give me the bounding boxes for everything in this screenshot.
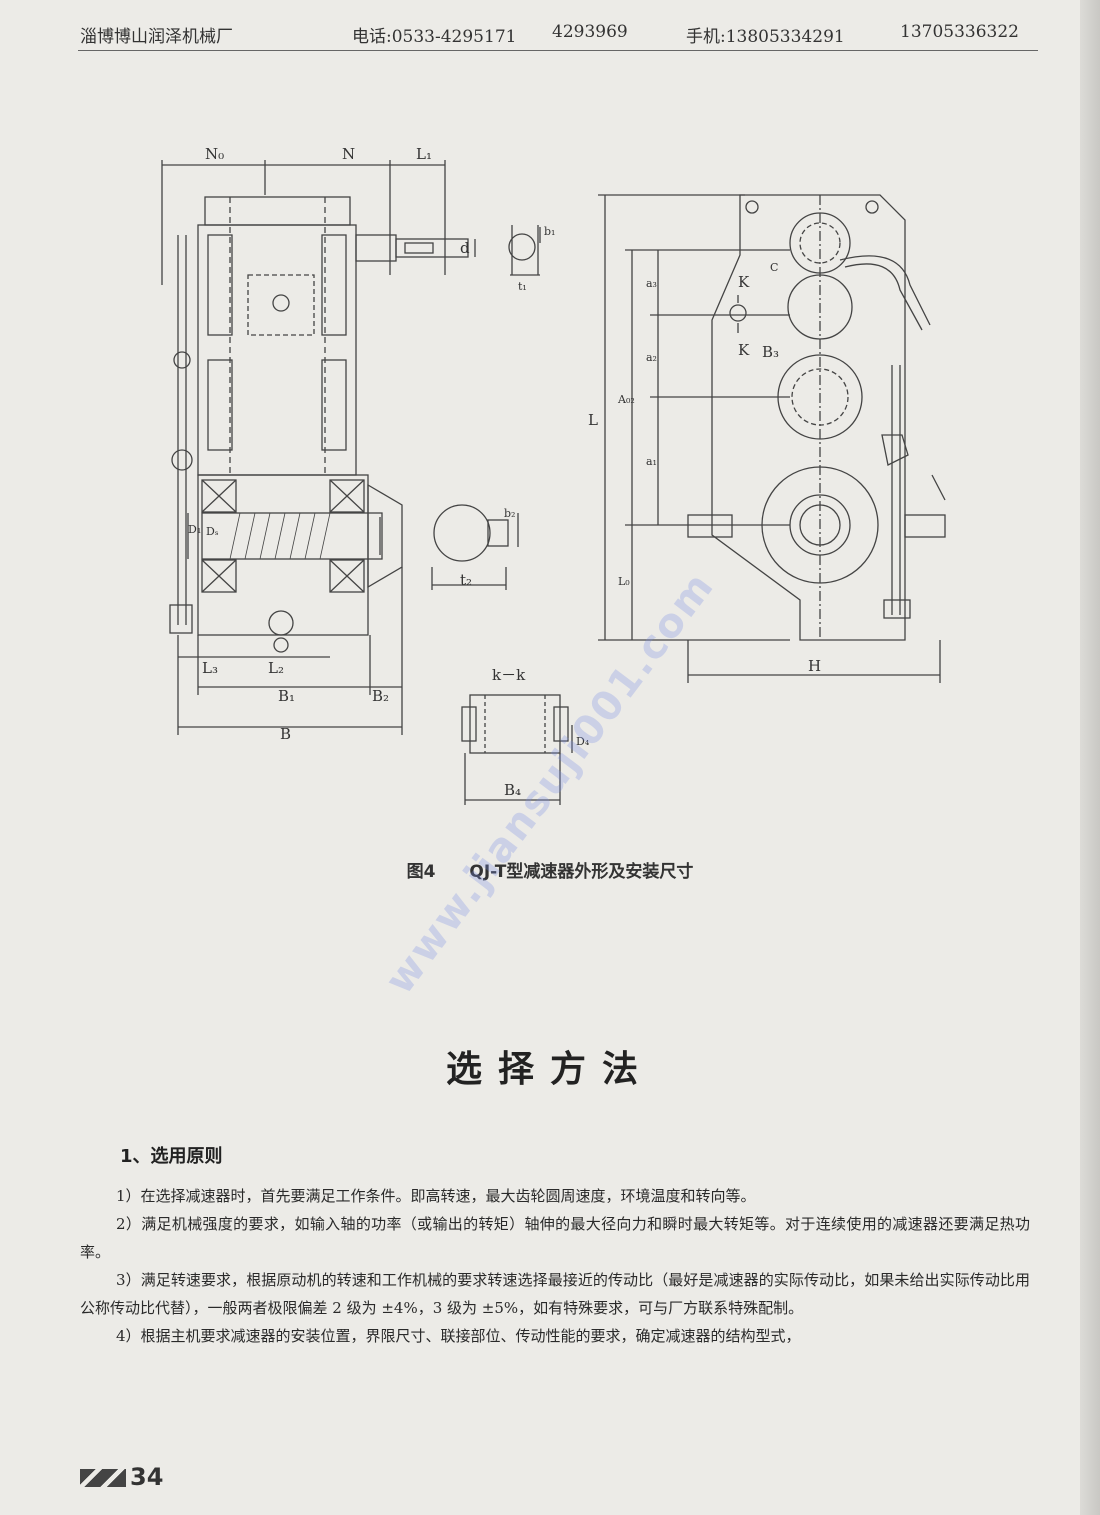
label-c: C	[770, 261, 778, 274]
label-b1: b₁	[544, 225, 555, 238]
label-d: d	[460, 239, 470, 257]
figure-caption: 图4 QJ-T型减速器外形及安装尺寸	[0, 857, 1100, 882]
label-a2: a₂	[646, 351, 657, 364]
publisher-logo-icon	[80, 1469, 126, 1487]
label-a02: A₀₂	[617, 393, 635, 406]
page-number: 34	[130, 1463, 164, 1491]
page-edge-shadow	[1080, 0, 1100, 1515]
label-b2-lower: B₂	[372, 687, 389, 705]
label-kk: k－k	[492, 666, 526, 684]
label-d: Dₛ	[206, 525, 219, 538]
figure-number: 图4	[406, 862, 436, 882]
front-view	[598, 194, 946, 683]
section-title: 选择方法	[445, 1048, 654, 1090]
label-t2: t₂	[460, 571, 472, 589]
figure-title: QJ-T型减速器外形及安装尺寸	[469, 862, 694, 882]
label-n: N	[342, 145, 355, 163]
paragraph: 4）根据主机要求减速器的安装位置，界限尺寸、联接部位、传动性能的要求，确定减速器…	[116, 1327, 801, 1345]
label-b2: b₂	[504, 507, 515, 520]
label-l0: L₀	[618, 575, 630, 588]
paragraph: 1）在选择减速器时，首先要满足工作条件。即高转速，最大齿轮圆周速度，环境温度和转…	[116, 1187, 756, 1205]
label-k-top: K	[738, 273, 750, 291]
label-d4: D₄	[576, 735, 590, 748]
output-key-section	[431, 504, 519, 590]
label-n0: N₀	[205, 145, 224, 163]
company-name: 淄博博山润泽机械厂	[80, 27, 233, 47]
subsection-title: 1、选用原则	[120, 1146, 223, 1167]
phone-number: 电话:0533-4295171	[352, 27, 517, 47]
dimension-labels: N₀ N L₁ b₁ d t₁ b₂ t₂ D₁ Dₛ L₃ L₂ B₁ B₂ …	[188, 145, 821, 799]
body-text: 1）在选择减速器时，首先要满足工作条件。即高转速，最大齿轮圆周速度，环境温度和转…	[80, 1182, 1030, 1350]
label-l: L	[588, 411, 598, 429]
label-a3: a₃	[646, 277, 657, 290]
label-b1-lower: B₁	[278, 687, 295, 705]
label-t1: t₁	[518, 280, 527, 293]
side-view	[161, 160, 541, 735]
technical-drawing: N₀ N L₁ b₁ d t₁ b₂ t₂ D₁ Dₛ L₃ L₂ B₁ B₂ …	[140, 135, 1020, 835]
mobile-extra: 13705336322	[900, 22, 1019, 42]
drawing-canvas: N₀ N L₁ b₁ d t₁ b₂ t₂ D₁ Dₛ L₃ L₂ B₁ B₂ …	[161, 145, 946, 805]
label-k-bottom: K	[738, 341, 750, 359]
label-l2: L₂	[268, 659, 284, 677]
label-h: H	[808, 657, 821, 675]
paragraph: 3）满足转速要求，根据原动机的转速和工作机械的要求转速选择最接近的传动比（最好是…	[80, 1271, 1030, 1317]
mobile-number: 手机:13805334291	[686, 27, 845, 47]
header-rule	[78, 50, 1038, 51]
label-b: B	[280, 725, 291, 743]
page-header: 淄博博山润泽机械厂 电话:0533-4295171 4293969 手机:138…	[80, 22, 1035, 48]
paragraph: 2）满足机械强度的要求，如输入轴的功率（或输出的转矩）轴伸的最大径向力和瞬时最大…	[80, 1215, 1030, 1261]
label-l1: L₁	[416, 145, 432, 163]
phone-extra: 4293969	[552, 22, 628, 42]
label-d1: D₁	[188, 523, 201, 536]
kk-section	[461, 694, 573, 805]
label-l3: L₃	[202, 659, 218, 677]
page-footer: 34	[80, 1463, 164, 1491]
label-a1: a₁	[646, 455, 657, 468]
label-b3: B₃	[762, 343, 779, 361]
label-b4: B₄	[504, 781, 521, 799]
